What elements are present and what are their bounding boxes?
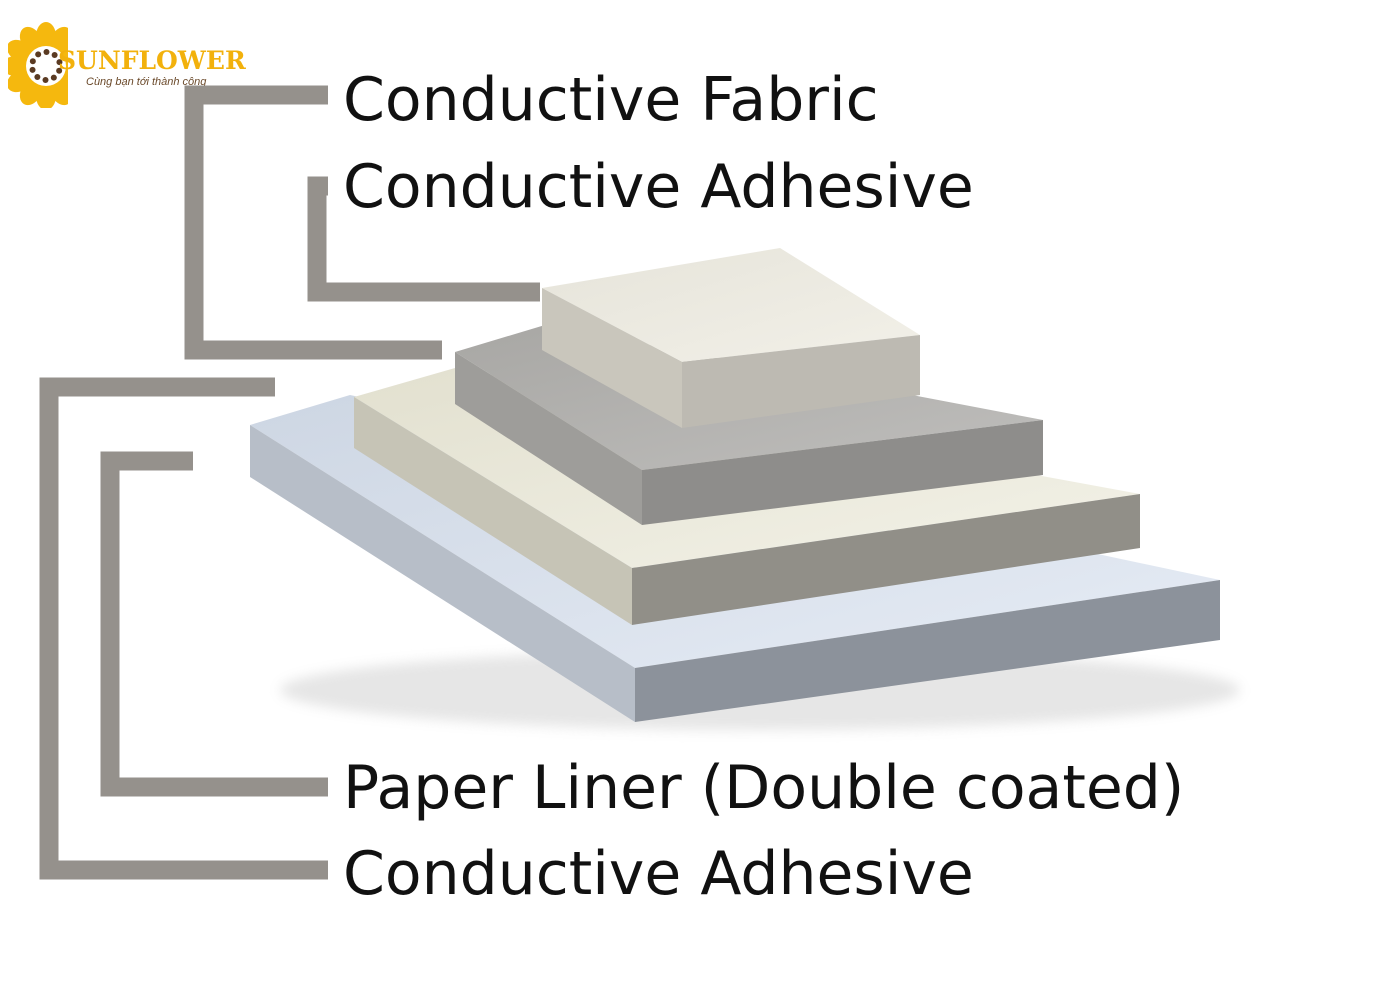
- logo-tagline: Cùng bạn tới thành công: [86, 76, 207, 88]
- label-paper-liner: Paper Liner (Double coated): [343, 753, 1185, 823]
- label-conductive-adhesive-bottom: Conductive Adhesive: [343, 839, 974, 909]
- label-conductive-fabric: Conductive Fabric: [343, 65, 879, 135]
- leader-paper-liner: [100, 451, 328, 797]
- seed: [29, 58, 36, 65]
- leader-fabric: [184, 85, 442, 360]
- seed: [34, 74, 41, 81]
- fabric-layer: [542, 248, 920, 428]
- leader-top-adhesive: [307, 176, 540, 302]
- petal: [58, 39, 68, 63]
- seed: [56, 59, 63, 66]
- seed: [29, 66, 36, 73]
- leader-bottom-adhesive: [39, 377, 328, 880]
- leader-lines: [39, 85, 540, 880]
- label-conductive-adhesive-top: Conductive Adhesive: [343, 152, 974, 222]
- sunflower-icon: [8, 22, 68, 108]
- seed: [35, 51, 42, 58]
- seed: [56, 67, 63, 74]
- seed: [51, 51, 58, 58]
- seed: [42, 76, 49, 83]
- seed: [43, 49, 50, 56]
- seed: [50, 74, 57, 81]
- logo-brand: SUNFLOWER: [58, 46, 246, 75]
- sunflower-logo: SUNFLOWER Cùng bạn tới thành công: [8, 8, 246, 108]
- petal: [19, 26, 43, 54]
